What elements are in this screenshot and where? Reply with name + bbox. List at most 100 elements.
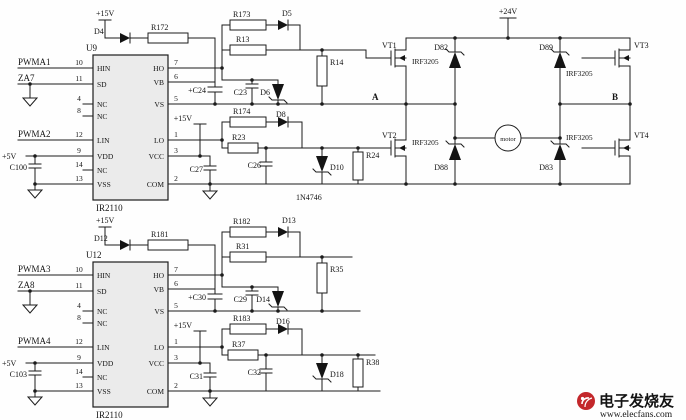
d14-label: D14 (256, 295, 270, 304)
ground-symbol (22, 97, 38, 107)
u9-section: U9 IR2110 HIN SD NC NC LIN VDD NC VSS HO… (2, 9, 456, 213)
watermark: 电子发烧友 www.elecfans.com (577, 392, 674, 420)
d89-label: D89 (539, 43, 553, 52)
za8-label: ZA8 (18, 280, 35, 290)
vt2-part-label: IRF3205 (412, 138, 439, 147)
vt1-part-label: IRF3205 (412, 57, 439, 66)
u9-pin-vdd: VDD (97, 152, 114, 161)
pwma3-label: PWMA3 (18, 264, 51, 274)
d12-label: D12 (94, 234, 108, 243)
r14-resistor-symbol (316, 55, 328, 87)
u12-part-label: IR2110 (96, 410, 123, 420)
vt1-label: VT1 (382, 41, 397, 50)
u12-ref-label: U12 (86, 250, 102, 260)
u9-pin-lo: LO (154, 136, 165, 145)
ground-symbol (22, 304, 38, 314)
r38-label: R38 (366, 358, 379, 367)
pwma2-label: PWMA2 (18, 129, 51, 139)
ground-symbol (202, 397, 218, 407)
u12-pin-lin: LIN (97, 343, 110, 352)
p5v-label: +5V (2, 152, 17, 161)
u9-pinnum-7: 7 (174, 58, 178, 67)
u9-pinnum-3: 3 (174, 146, 178, 155)
r181-resistor-symbol (147, 239, 189, 251)
vt3-mosfet-symbol (607, 41, 631, 75)
watermark-url: www.elecfans.com (600, 409, 673, 420)
node-a-label: A (372, 92, 379, 102)
elecfans-logo (577, 392, 595, 410)
u12-pinnum-12: 12 (75, 337, 83, 346)
u9-pin-vcc: VCC (149, 152, 164, 161)
r183-resistor-symbol (229, 323, 267, 335)
r174-label: R174 (233, 107, 250, 116)
r31-label: R31 (236, 242, 249, 251)
zener-part-label: 1N4746 (296, 193, 322, 202)
d12-diode-symbol (115, 239, 135, 251)
d13-label: D13 (282, 216, 296, 225)
r174-resistor-symbol (229, 116, 267, 128)
u12-pinnum-10: 10 (75, 265, 83, 274)
u9-pinnum-14: 14 (75, 160, 83, 169)
u9-ic-body (92, 54, 169, 201)
u12-pin-lo: LO (154, 343, 165, 352)
u12-lowside-wires (167, 323, 381, 407)
u12-ic-body (92, 261, 169, 408)
u9-pin-nc2: NC (97, 112, 107, 121)
d89-zener-symbol (550, 48, 570, 69)
u9-pinnum-5: 5 (174, 94, 178, 103)
r23-resistor-symbol (227, 142, 259, 154)
p15v-label: +15V (96, 216, 115, 225)
p15v-label: +15V (96, 9, 115, 18)
p15v-label: +15V (174, 321, 193, 330)
r38-resistor-symbol (352, 358, 364, 388)
u12-pin-vs: VS (154, 307, 164, 316)
vt4-mosfet-symbol (607, 131, 631, 165)
c26-label: C26 (248, 161, 261, 170)
u9-pinnum-2: 2 (174, 174, 178, 183)
u12-pinnum-2: 2 (174, 381, 178, 390)
bridge-section: +24V motor A B VT1 VT2 VT3 VT4 IRF3205 I… (167, 7, 649, 185)
r172-label: R172 (151, 23, 168, 32)
u9-pinnum-4: 4 (77, 94, 81, 103)
u9-left-wires (17, 67, 94, 199)
u9-pinnum-6: 6 (174, 72, 178, 81)
c31-label: C31 (190, 372, 203, 381)
r24-label: R24 (366, 151, 379, 160)
d6-label: D6 (260, 88, 270, 97)
r183-label: R183 (233, 314, 250, 323)
r14-label: R14 (330, 58, 343, 67)
u12-pinnum-14: 14 (75, 367, 83, 376)
u9-pin-sd: SD (97, 80, 107, 89)
u9-pin-vb: VB (154, 78, 164, 87)
za7-label: ZA7 (18, 73, 35, 83)
r23-label: R23 (232, 133, 245, 142)
u9-pinnum-13: 13 (75, 174, 83, 183)
pwma1-label: PWMA1 (18, 57, 51, 67)
u9-pin-vss: VSS (97, 180, 111, 189)
d16-label: D16 (276, 317, 290, 326)
u12-pinnum-6: 6 (174, 279, 178, 288)
ground-symbol (27, 396, 43, 406)
u12-pin-vcc: VCC (149, 359, 164, 368)
u12-pin-sd: SD (97, 287, 107, 296)
r35-resistor-symbol (316, 262, 328, 294)
u12-pinnum-4: 4 (77, 301, 81, 310)
u12-left-wires (17, 274, 94, 406)
u9-pinnum-10: 10 (75, 58, 83, 67)
r37-resistor-symbol (227, 349, 259, 361)
c30-label: +C30 (188, 293, 206, 302)
r182-label: R182 (233, 217, 250, 226)
u9-pinnum-1: 1 (174, 130, 178, 139)
d83-label: D83 (539, 163, 553, 172)
c100-label: C100 (10, 163, 27, 172)
u9-pin-vs: VS (154, 100, 164, 109)
ground-symbol (27, 189, 43, 199)
d88-zener-symbol (445, 140, 465, 161)
u9-pinnum-11: 11 (75, 74, 82, 83)
d13-diode-symbol (273, 226, 293, 238)
junction-dots (28, 36, 632, 393)
vt3-part-label: IRF3205 (566, 69, 593, 78)
r13-label: R13 (236, 35, 249, 44)
